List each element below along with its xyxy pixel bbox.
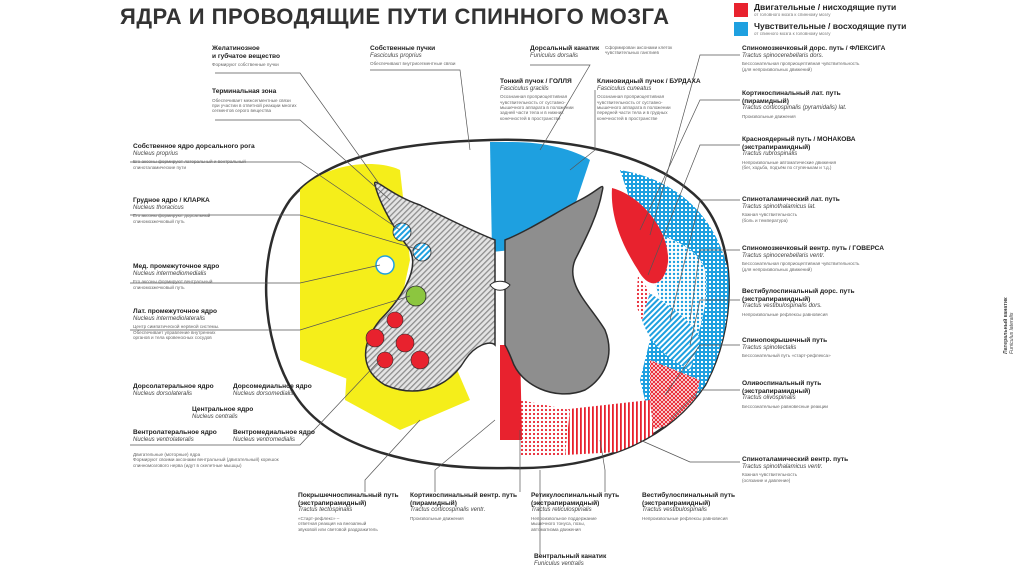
label-olivospinal: Оливоспинальный путь (экстрапирамидный) …: [742, 380, 829, 410]
fasciculus-cuneatus: [512, 142, 590, 250]
label-funiculus-ventralis: Вентральный канатик Funiculus ventralis: [534, 553, 607, 567]
reticulospinal-tract: [520, 400, 570, 455]
label-spinothalamic-ventr: Спиноталамический вентр. путь Tractus sp…: [742, 456, 849, 483]
nucleus-motor-2: [365, 328, 385, 348]
label-nucleus-intermediomedialis: Мед. промежуточное ядро Nucleus intermed…: [133, 263, 220, 290]
legend: Двигательные / нисходящие пути от головн…: [734, 2, 924, 40]
label-spinotectal: Спинопокрышечный путь Tractus spinotecta…: [742, 337, 831, 359]
label-fasciculus-cuneatus: Клиновидный пучок / БУРДАХА Fasciculus c…: [597, 78, 701, 121]
nucleus-motor-3: [395, 333, 415, 353]
label-nucleus-dorsolateralis: Дорсолатеральное ядро Nucleus dorsolater…: [133, 383, 214, 397]
label-nucleus-centralis: Центральное ядро Nucleus centralis: [192, 406, 254, 420]
legend-swatch-red: [734, 3, 748, 17]
side-label-lateral-funiculus: Латеральный канатик Funiculus lateralis: [1003, 214, 1015, 354]
legend-sub: от головного мозга к спинному мозгу: [754, 12, 831, 17]
label-vestibulospinal: Вестибулоспинальный путь (экстрапирамидн…: [642, 492, 736, 522]
legend-sub: от спинного мозга к головному мозгу: [754, 31, 831, 36]
grey-matter-right: [504, 185, 610, 395]
label-funiculus-dorsalis: Дорсальный канатик Funiculus dorsalis: [530, 45, 600, 59]
fasciculus-gracilis: [490, 142, 512, 252]
nucleus-intermediomed-dot: [375, 255, 395, 275]
label-cortico-ventr: Кортикоспинальный вентр. путь (пирамидны…: [410, 492, 518, 522]
label-fasciculus-proprius: Собственные пучки Fasciculus proprius Об…: [370, 45, 456, 67]
nucleus-motor-5: [410, 350, 430, 370]
label-gelatinosa: Желатинозное и губчатое вещество Формиру…: [212, 45, 281, 68]
page-title: ЯДРА И ПРОВОДЯЩИЕ ПУТИ СПИННОГО МОЗГА: [120, 4, 670, 29]
label-funiculus-dorsalis-desc: Сформирован аксонами клеток чувствительн…: [605, 45, 673, 56]
leader-lines: [130, 54, 740, 555]
side-label-latin: Funiculus lateralis: [1009, 312, 1015, 354]
label-monakow: Красноядерный путь / МОНАКОВА (экстрапир…: [742, 136, 856, 171]
label-nucleus-intermediolateralis: Лат. промежуточное ядро Nucleus intermed…: [133, 308, 220, 341]
legend-item-motor: Двигательные / нисходящие пути от головн…: [734, 2, 924, 21]
nucleus-motor-4: [376, 351, 394, 369]
label-nucleus-ventrolateralis: Вентролатеральное ядро Nucleus ventrolat…: [133, 429, 217, 443]
nucleus-intermediolat-dot: [405, 285, 427, 307]
label-nucleus-dorsomedialis: Дорсомедиальное ядро Nucleus dorsomedial…: [233, 383, 312, 397]
label-nucleus-clark: Грудное ядро / КЛАРКА Nucleus thoracicus…: [133, 197, 211, 224]
label-vestibulospinal-dors: Вестибулоспинальный дорс. путь (экстрапи…: [742, 288, 855, 318]
nucleus-motor-1: [386, 311, 404, 329]
label-nucleus-ventromedialis: Вентромедиальное ядро Nucleus ventromedi…: [233, 429, 315, 443]
label-motor-nuclei: Двигательные (моторные) ядра Формируют с…: [133, 452, 279, 468]
label-cortico-lat: Кортикоспинальный лат. путь (пирамидный)…: [742, 90, 847, 120]
label-fasciculus-gracilis: Тонкий пучок / ГОЛЛЯ Fasciculus gracilis…: [500, 78, 574, 121]
legend-title: Чувствительные / восходящие пути: [754, 21, 907, 31]
label-spinothalamic-lat: Спиноталамический лат. путь Tractus spin…: [742, 196, 840, 223]
nucleus-clark-dot: [412, 242, 432, 262]
vestibulospinal-tract: [560, 400, 655, 455]
label-flechsig: Спиномозжечковый дорс. путь / ФЛЕКСИГА T…: [742, 45, 886, 72]
legend-title: Двигательные / нисходящие пути: [754, 2, 897, 12]
spinothalamic-lat-tract: [642, 290, 700, 370]
rubrospinal-tract: [636, 275, 650, 320]
nucleus-proprius-dot: [392, 222, 412, 242]
legend-swatch-blue: [734, 22, 748, 36]
label-tectospinal: Покрышечноспинальный путь (экстрапирамид…: [298, 492, 399, 532]
label-terminal-zone: Терминальная зона Обеспечивает межсегмен…: [212, 88, 297, 114]
label-reticulospinal: Ретикулоспинальный путь (экстрапирамидны…: [531, 492, 620, 532]
label-gowers: Спиномозжечковый вентр. путь / ГОВЕРСА T…: [742, 245, 884, 272]
label-nucleus-proprius: Собственное ядро дорсального рога Nucleu…: [133, 143, 255, 170]
legend-item-sensory: Чувствительные / восходящие пути от спин…: [734, 21, 924, 40]
central-canal: [489, 280, 511, 291]
